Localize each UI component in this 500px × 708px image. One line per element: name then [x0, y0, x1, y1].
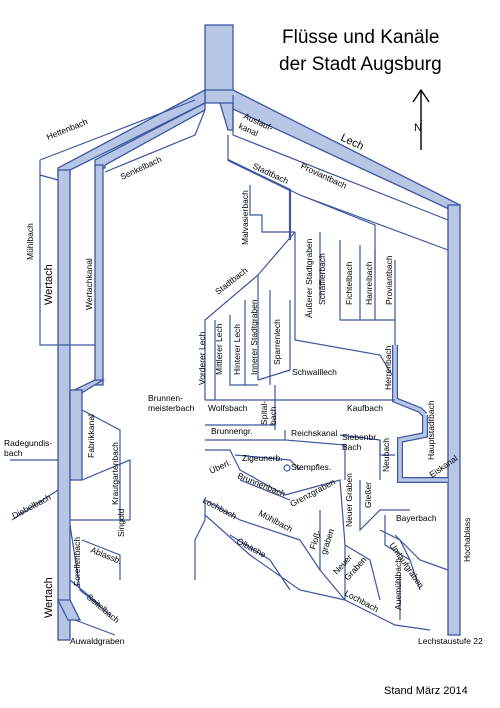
label-wertachkanal: Wertachkanal [84, 258, 94, 310]
label-hauptstadtbach: Hauptstadtbach [426, 400, 436, 460]
label-zigeunerb: Zigeunerb. [242, 453, 283, 463]
label-proviantbach-top: Proviantbach [299, 161, 348, 191]
status-date: Stand März 2014 [384, 685, 468, 697]
label-fabrikkanal: Fabrikkanal [86, 414, 96, 458]
label-herrenbach: Herrenbach [383, 345, 393, 390]
label-lechstaustufe: Lechstaustufe 22 [418, 636, 483, 646]
label-brunnengr: Brunnengr. [211, 426, 253, 436]
map-title-line2: der Stadt Augsburg [279, 54, 442, 75]
label-lochbach-bottom: Lochbach [343, 588, 380, 614]
label-hettenbach: Hettenbach [45, 116, 89, 142]
label-neubach: Neubach [381, 438, 391, 472]
label-radegundisbach-2: bach [4, 448, 23, 458]
label-radegundisbach-1: Radegundis- [4, 438, 52, 448]
label-siebenbr-2: Bach [342, 442, 362, 452]
label-stadtbach-mid: Stadtbach [213, 265, 250, 297]
label-auemuehlbach: Auemühlbach [393, 558, 403, 610]
lech-river [204, 24, 461, 636]
fabrikkanal-channel [69, 389, 83, 481]
label-auwaldgraben: Auwaldgraben [70, 636, 125, 646]
label-hinterer-lech: Hinterer Lech [232, 324, 242, 375]
north-arrow-icon: N [412, 88, 430, 150]
label-brunnenbach: Brunnenbach [236, 471, 287, 499]
north-arrow-label: N [414, 122, 422, 134]
canal-network [10, 95, 449, 636]
wertachkanal-channel [69, 101, 206, 402]
label-schwallech: Schwalllech [292, 367, 337, 377]
label-uberl: Überl. [208, 457, 233, 476]
label-giesser: Gießer [363, 482, 373, 508]
label-brunnenmeisterbach-1: Brunnen- [148, 393, 183, 403]
label-diebelbach: Diebelbach [10, 492, 52, 521]
label-sparrenlech: Sparrenlech [272, 319, 282, 365]
label-stempfles: Stempfles. [291, 462, 331, 472]
label-mittlerer-lech: Mittlerer Lech [214, 323, 224, 375]
label-senkelbach: Senkelbach [119, 154, 164, 182]
label-aeusserer-stadtgraben: Äußerer Stadtgraben [304, 238, 314, 318]
label-neuer-graben-top: Neuer Graben [344, 473, 354, 527]
wertach-lower [56, 599, 82, 621]
label-singold: Singold [116, 508, 126, 537]
map-title-line1: Flüsse und Kanäle [282, 27, 439, 48]
label-hochablass: Hochablass [462, 518, 472, 562]
label-ablassb: Ablassb. [89, 545, 123, 566]
label-brunnenmeisterbach-2: meisterbach [148, 403, 195, 413]
label-spitalbach-2: bach [268, 406, 278, 425]
label-muehlbach-mid: Mühlbach [257, 508, 294, 534]
label-proviantbach-right: Proviantbach [384, 255, 394, 305]
label-wertach-top: Wertach [43, 264, 55, 305]
auslaufkanal-channel [219, 102, 234, 131]
label-malvasierbach: Malvasierbach [240, 190, 250, 245]
label-krautgartenbach: Krautgartenbach [110, 442, 120, 505]
label-bayerbach: Bayerbach [396, 513, 437, 523]
label-schaefflerbach: Schäfflerbach [317, 253, 327, 305]
label-spitalbach-1: Spital- [259, 401, 269, 425]
label-wolfsbach: Wolfsbach [208, 403, 248, 413]
label-vorderer-lech: Vorderer Lech [197, 331, 207, 385]
label-muehlbach-left: Mühlbach [25, 223, 35, 260]
label-hanreibach: Hanreibach [364, 261, 374, 305]
label-siebenbr-1: Siebenbr. [342, 432, 378, 442]
label-innerer-stadtgraben: Innerer Stadtgraben [249, 299, 259, 375]
label-fichtelbach: Fichtelbach [344, 261, 354, 305]
label-forellenbach: Forellenbach [72, 537, 82, 586]
label-seitelbach: Seitelbach [85, 592, 122, 625]
label-reichskanal: Reichskanal [291, 428, 337, 438]
label-wertach-bottom: Wertach [43, 577, 55, 618]
label-kaufbach: Kaufbach [347, 403, 383, 413]
